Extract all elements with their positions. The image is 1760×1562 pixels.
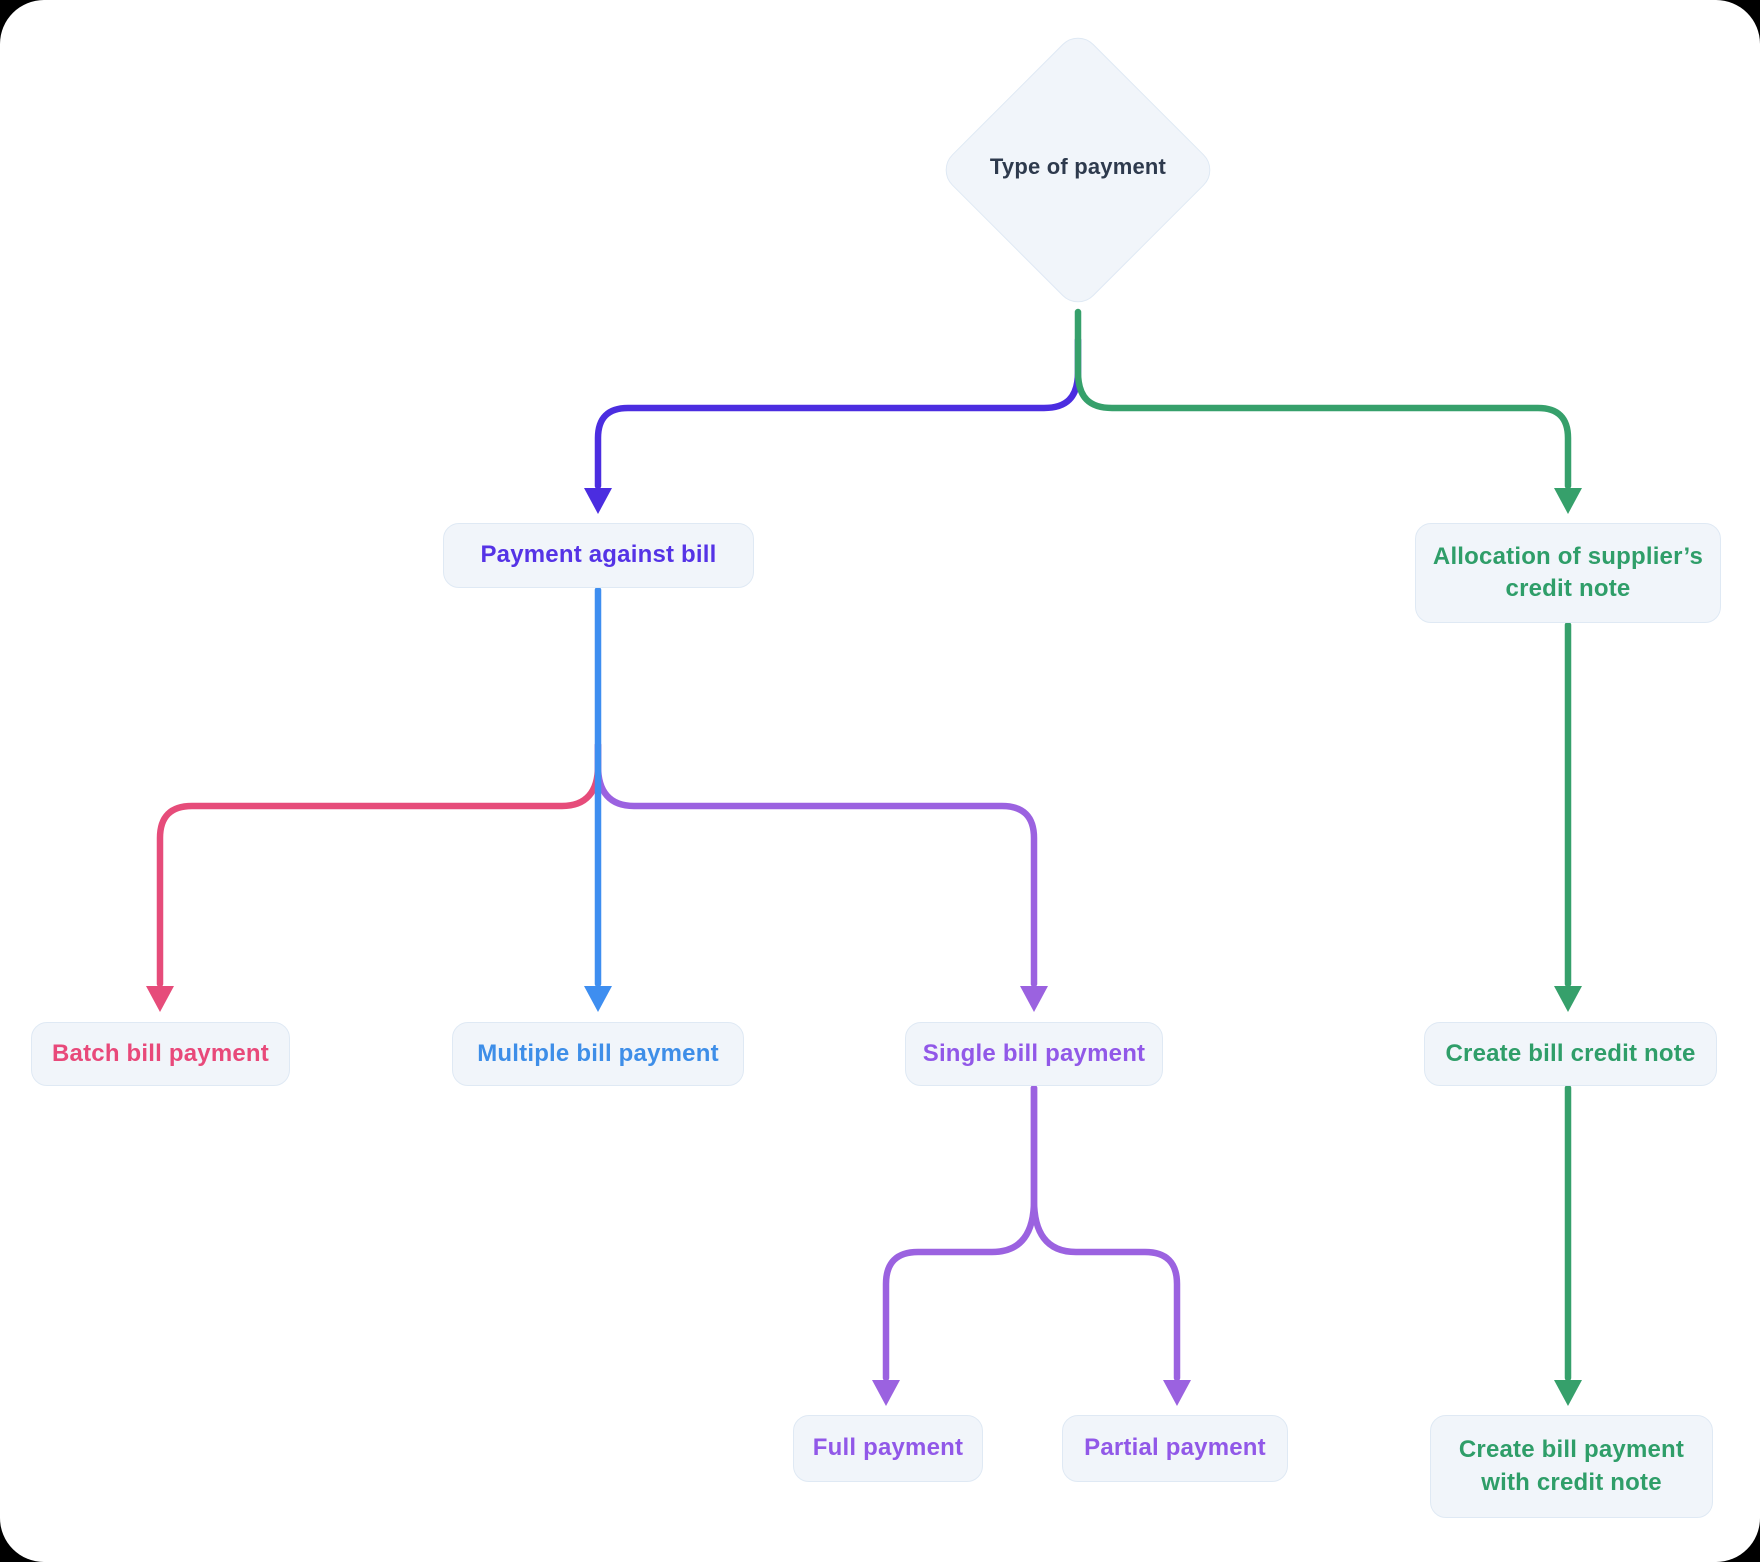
node-single-bill-payment: Single bill payment bbox=[905, 1022, 1163, 1086]
arrow-head-multiple-bill bbox=[584, 986, 612, 1012]
node-batch-bill-payment: Batch bill payment bbox=[31, 1022, 290, 1086]
arrow-head-create-credit-note bbox=[1554, 986, 1582, 1012]
node-partial-payment: Partial payment bbox=[1062, 1415, 1288, 1482]
node-create-bill-credit-note: Create bill credit note bbox=[1424, 1022, 1717, 1086]
node-full-payment: Full payment bbox=[793, 1415, 983, 1482]
connector-payment-to-single-bill bbox=[594, 741, 1038, 988]
arrow-head-allocation-credit-note bbox=[1554, 488, 1582, 514]
node-create-bill-credit-note-label: Create bill credit note bbox=[1445, 1039, 1696, 1067]
connector-single-to-partial-payment bbox=[1030, 1084, 1181, 1382]
node-create-bill-payment-with-credit-note-label: Create bill payment with credit note bbox=[1458, 1436, 1685, 1496]
arrow-head-single-bill bbox=[1020, 986, 1048, 1012]
arrow-head-batch-bill bbox=[146, 986, 174, 1012]
connector-root-to-payment-against-bill bbox=[594, 336, 1082, 490]
node-type-of-payment-label: Type of payment bbox=[989, 154, 1167, 179]
connector-single-to-full-payment bbox=[882, 1084, 1038, 1382]
connector-payment-to-batch-bill bbox=[156, 741, 602, 988]
node-partial-payment-label: Partial payment bbox=[1084, 1434, 1266, 1462]
node-payment-against-bill-label: Payment against bill bbox=[480, 541, 717, 569]
node-full-payment-label: Full payment bbox=[812, 1434, 964, 1462]
node-payment-against-bill: Payment against bill bbox=[443, 523, 754, 588]
arrow-head-payment-against-bill bbox=[584, 488, 612, 514]
connector-root-to-allocation-credit-note bbox=[1074, 308, 1572, 490]
node-single-bill-payment-label: Single bill payment bbox=[922, 1039, 1146, 1067]
node-multiple-bill-payment: Multiple bill payment bbox=[452, 1022, 744, 1086]
node-allocation-credit-note: Allocation of supplier’s credit note bbox=[1415, 523, 1721, 623]
arrow-head-partial-payment bbox=[1163, 1380, 1191, 1406]
node-multiple-bill-payment-label: Multiple bill payment bbox=[477, 1039, 719, 1067]
arrow-head-bill-payment-credit-note bbox=[1554, 1380, 1582, 1406]
arrow-head-full-payment bbox=[872, 1380, 900, 1406]
node-create-bill-payment-with-credit-note: Create bill payment with credit note bbox=[1430, 1415, 1713, 1518]
node-allocation-credit-note-label: Allocation of supplier’s credit note bbox=[1432, 542, 1704, 602]
node-batch-bill-payment-label: Batch bill payment bbox=[52, 1039, 269, 1067]
